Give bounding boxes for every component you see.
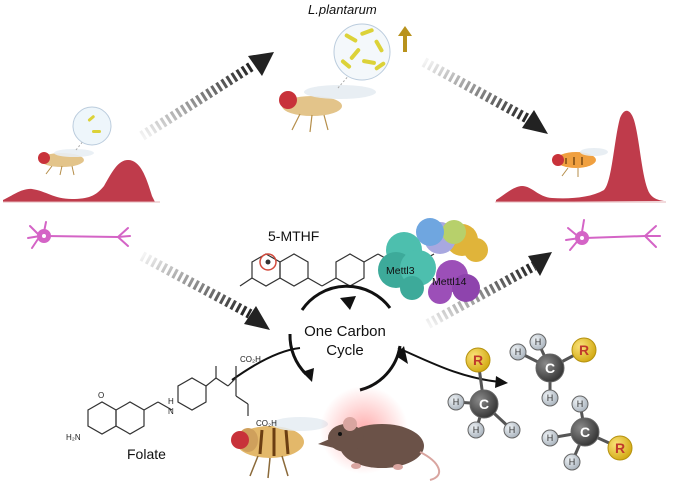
atom-h-4	[503, 421, 521, 439]
arrow-fly-left-to-middle	[139, 52, 274, 141]
atom-r-label-10: R	[615, 440, 625, 456]
atom-r-0	[465, 347, 491, 373]
arrow-neuron-to-cycle	[139, 251, 270, 330]
arrow-methyl-out	[397, 347, 501, 383]
methyl-dot	[265, 259, 271, 265]
fly-middle	[279, 85, 376, 133]
atom-c-1	[469, 389, 499, 419]
arrow-enzyme-to-neuron	[425, 252, 552, 329]
neuron-left	[27, 221, 131, 249]
enzyme-label-b: Mettl14	[432, 276, 467, 288]
atom-h-3	[467, 421, 485, 439]
folate-co2h-bottom: CO₂H	[256, 419, 277, 428]
neuron-right	[565, 219, 661, 251]
arrow-methyl-out-head	[495, 376, 508, 388]
atom-h-label-2: H	[453, 397, 460, 407]
folate-co2h-top: CO₂H	[240, 355, 261, 364]
atom-c-label-1: C	[479, 396, 489, 412]
cycle-arrowhead-3	[302, 368, 314, 382]
atom-h-label-9: H	[547, 393, 554, 403]
atom-c-label-11: C	[580, 424, 590, 440]
atom-r-5	[571, 337, 597, 363]
atom-h-9	[541, 389, 559, 407]
folate-nh: N	[168, 407, 174, 416]
peak-left	[3, 160, 155, 202]
atom-h-label-7: H	[515, 347, 522, 357]
magnifier-pointer-middle	[337, 73, 351, 89]
atom-h-12	[571, 395, 589, 413]
atom-h-14	[563, 453, 581, 471]
bacterium-single-2	[92, 130, 101, 133]
atom-h-13	[541, 429, 559, 447]
methyl-highlight	[259, 253, 277, 271]
atom-c-label-6: C	[545, 360, 555, 376]
bacterium-single	[87, 115, 95, 122]
atom-r-label-5: R	[579, 342, 589, 358]
mettl-complex	[378, 218, 488, 304]
atom-h-2	[447, 393, 465, 411]
atom-h-label-8: H	[535, 337, 542, 347]
atom-h-label-14: H	[569, 457, 576, 467]
cycle-label: One Carbon Cycle	[304, 323, 386, 359]
arrow-middle-to-fly-right	[421, 57, 548, 134]
atom-c-11	[570, 417, 600, 447]
folate-label: Folate	[127, 446, 166, 462]
folate-nh-h: H	[168, 397, 174, 406]
folate-amine: H₂N	[66, 433, 81, 442]
folate-structure	[87, 366, 249, 435]
fly-left	[38, 149, 94, 176]
atom-c-6	[535, 353, 565, 383]
peak-right	[496, 110, 664, 202]
atom-h-label-13: H	[547, 433, 554, 443]
folate-oxo: O	[98, 391, 104, 400]
atom-r-10	[607, 435, 633, 461]
methyl-folate-label: 5-MTHF	[268, 228, 320, 244]
atom-h-7	[509, 343, 527, 361]
mouse	[318, 417, 441, 481]
atom-h-label-12: H	[577, 399, 584, 409]
bacterium-label: L.plantarum	[308, 2, 377, 17]
bacteria-cluster	[340, 28, 386, 71]
atom-h-label-4: H	[509, 425, 516, 435]
enzyme-label-a: Mettl3	[386, 265, 415, 277]
atom-h-label-3: H	[473, 425, 480, 435]
magnifier-left	[72, 106, 112, 146]
increase-arrow	[398, 26, 412, 52]
cycle-arrowhead-1	[340, 296, 356, 310]
atom-h-8	[529, 333, 547, 351]
atom-r-label-0: R	[473, 352, 483, 368]
fly-right	[552, 148, 608, 177]
arrow-folate-in	[231, 347, 301, 381]
fly-bottom	[231, 417, 328, 479]
